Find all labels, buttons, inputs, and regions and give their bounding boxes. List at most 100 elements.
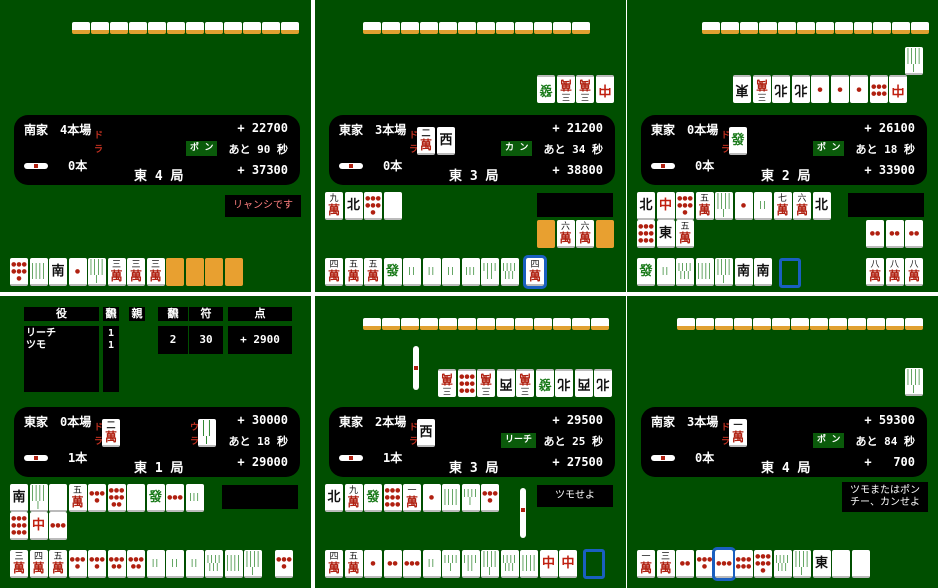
hand-tile-H[interactable] (832, 550, 850, 578)
dora-label: ドラ (94, 129, 104, 157)
hand-tile-m4[interactable]: 四萬 (29, 550, 48, 578)
pin-dots-icon: ●●● (404, 559, 420, 567)
hand-tile-p3[interactable]: ●●● (403, 550, 421, 578)
hand-tile-s2[interactable]: || (422, 550, 441, 578)
hand-tile-s6[interactable]: |||||| (461, 550, 480, 578)
hand-tile-m3[interactable]: 三萬 (127, 258, 145, 286)
hand-tile-s7[interactable]: ||||||| (500, 258, 519, 286)
call-indicator: ポ ン (186, 141, 218, 156)
mahjong-tile-p9: ●●●●●●●●● (383, 484, 402, 512)
hand-tile-m5[interactable]: 五萬 (49, 550, 67, 578)
hand-tile-H[interactable] (851, 550, 870, 578)
hand-tile-p4[interactable]: ●●●● (695, 550, 714, 578)
hand-tile-s7[interactable]: ||||||| (676, 258, 694, 286)
mahjong-tile-m3: 三萬 (752, 75, 771, 103)
hand-tile-back[interactable] (205, 258, 223, 286)
hand-tile-s7[interactable]: ||||||| (500, 550, 519, 578)
pin-dots-icon: ●● (908, 229, 920, 237)
draw-slot-highlight[interactable] (583, 549, 605, 579)
hand-tile-back[interactable] (185, 258, 204, 286)
hand-tile-back[interactable] (224, 258, 243, 286)
pin-dots-icon: ●●●● (482, 490, 498, 504)
hand-tile-s2[interactable]: || (656, 258, 675, 286)
player-riichi-stick (520, 488, 526, 538)
hand-tile-m3[interactable]: 三萬 (656, 550, 675, 578)
hand-tile-s2[interactable]: || (166, 550, 184, 578)
hand-tile-p7[interactable]: ●●●●●●● (754, 550, 772, 578)
hand-tile-s2[interactable]: || (422, 258, 441, 286)
hand-tile-m3[interactable]: 三萬 (10, 550, 28, 578)
hand-tile-s8[interactable]: |||||||| (520, 550, 538, 578)
hand-tile-s7[interactable]: ||||||| (773, 550, 792, 578)
hand-tile-s6[interactable]: |||||| (481, 258, 499, 286)
hand-tile-m3[interactable]: 三萬 (107, 258, 126, 286)
hand-tile-m5[interactable]: 五萬 (344, 258, 363, 286)
honor-glyph: 北 (814, 197, 828, 213)
hand-tile-s9[interactable]: ||||||||| (793, 550, 811, 578)
hand-tile-s2[interactable]: || (442, 258, 460, 286)
hand-tile-m5[interactable]: 五萬 (364, 258, 382, 286)
hand-tile-back[interactable] (166, 258, 184, 286)
bamboo-sticks-icon: ||||||| (677, 262, 693, 279)
hand-tile-p7[interactable]: ●●●●●●● (10, 258, 28, 286)
hand-tile-s8[interactable]: |||||||| (224, 550, 243, 578)
mahjong-tile-N: 北 (637, 192, 655, 220)
time-remaining: あと 34 秒 (543, 143, 604, 156)
hand-tile-s8[interactable]: |||||||| (695, 258, 714, 286)
pin-dots-icon: ●●●●●●● (11, 260, 27, 282)
hand-tile-S[interactable]: 南 (734, 258, 753, 286)
wall-tile (721, 22, 739, 34)
hand-tile-E[interactable]: 東 (812, 550, 831, 578)
hand-tile-s2[interactable]: || (403, 258, 421, 286)
hand-tile-F[interactable]: 發 (637, 258, 655, 286)
hand-tile-C[interactable]: 中 (559, 550, 577, 578)
hand-tile-s2[interactable]: || (185, 550, 204, 578)
honor-glyph: 北 (327, 489, 341, 505)
honor-glyph: 發 (366, 489, 380, 505)
pin-dots-icon: ●●●● (276, 556, 292, 570)
hand-tile-s7[interactable]: ||||||| (205, 550, 223, 578)
mahjong-tile-E: 東 (656, 220, 675, 248)
mahjong-tile-p1: ● (734, 192, 753, 220)
hand-tile-S[interactable]: 南 (49, 258, 67, 286)
hand-tile-p2[interactable]: ●● (383, 550, 402, 578)
mahjong-tile-p1: ● (850, 75, 868, 103)
hand-tile-s9[interactable]: ||||||||| (481, 550, 499, 578)
draw-slot-highlight[interactable] (779, 258, 801, 288)
hand-tile-S[interactable]: 南 (754, 258, 772, 286)
hand-tile-m4[interactable]: 四萬 (325, 550, 343, 578)
hand-tile-s2[interactable]: || (146, 550, 165, 578)
hand-tile-p1[interactable]: ● (364, 550, 382, 578)
pin-dots-icon: ●●● (50, 521, 66, 529)
bamboo-sticks-icon: || (661, 266, 670, 275)
hand-tile-s9[interactable]: ||||||||| (88, 258, 106, 286)
hand-tile-p4[interactable]: ●●●● (68, 550, 87, 578)
hand-tile-p3[interactable]: ●●● (712, 547, 736, 581)
mahjong-tile-m4[interactable]: 四萬 (523, 255, 547, 289)
hand-tile-s9[interactable]: ||||||||| (244, 550, 262, 578)
hand-tile-C[interactable]: 中 (539, 550, 558, 578)
hand-tile-p5[interactable]: ●●●●● (127, 550, 145, 578)
hand-tile-s5[interactable]: ||||| (442, 550, 460, 578)
hand-tile-p2[interactable]: ●● (676, 550, 694, 578)
dora-label-char: ラ (94, 145, 104, 155)
man-character-glyph: 萬 (559, 78, 572, 92)
hand-tile-p4[interactable]: ●●●● (88, 550, 106, 578)
pin-dots-icon: ●● (889, 229, 900, 237)
hand-tile-s3[interactable]: ||| (461, 258, 480, 286)
total-han: 2 (158, 326, 188, 354)
hand-tile-m1[interactable]: 一萬 (637, 550, 655, 578)
hand-tile-F[interactable]: 發 (383, 258, 402, 286)
honor-glyph: 南 (51, 263, 65, 279)
hand-tile-p6[interactable]: ●●●●●● (734, 550, 753, 578)
hand-tile-m4[interactable]: 四萬 (325, 258, 343, 286)
hand-tile-m5[interactable]: 五萬 (344, 550, 363, 578)
wall-tile (420, 318, 438, 330)
hand-tile-s9[interactable]: ||||||||| (715, 258, 733, 286)
pin-dots-icon: ●●●●●●●● (108, 486, 125, 508)
hand-tile-s8[interactable]: |||||||| (29, 258, 48, 286)
hand-tile-p1[interactable]: ● (68, 258, 87, 286)
hand-tile-m3[interactable]: 三萬 (146, 258, 165, 286)
hand-tile-p5[interactable]: ●●●●● (107, 550, 126, 578)
